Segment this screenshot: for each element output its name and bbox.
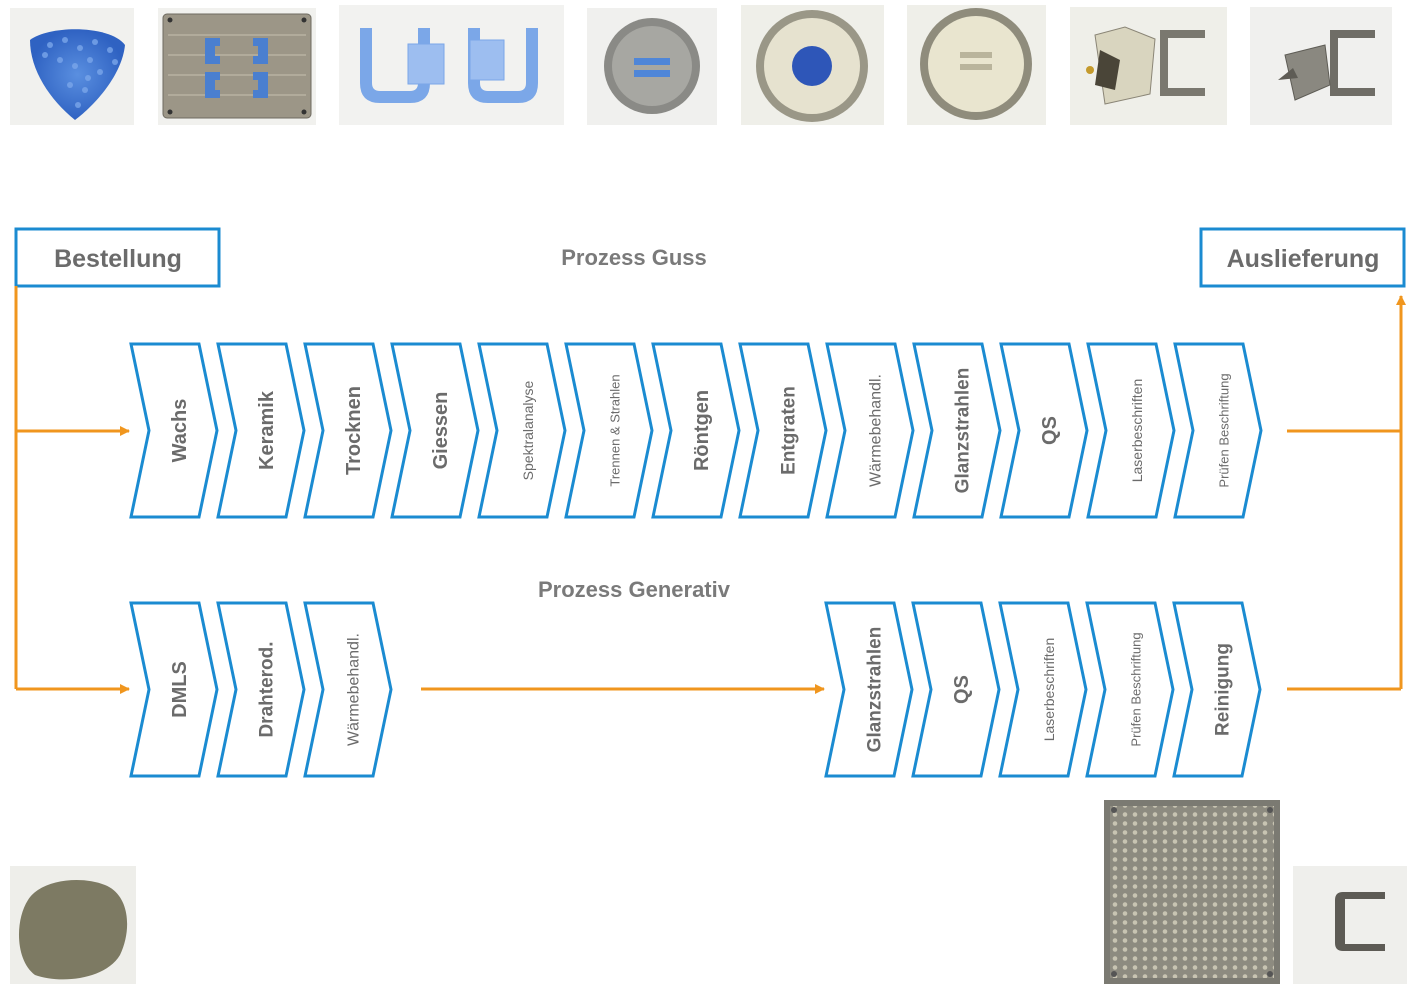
photo-cast-metal-clip — [1250, 7, 1392, 125]
guss-step-label-pruefen-beschriftung: Prüfen Beschriftung — [1217, 373, 1232, 487]
guss-title: Prozess Guss — [561, 245, 707, 270]
photo-gray-ceramic-disc — [587, 8, 717, 125]
generativ-step-reinigung — [1172, 601, 1262, 778]
guss-step-pruefen-beschriftung — [1173, 342, 1263, 519]
guss-step-qs — [999, 342, 1089, 519]
photo-blue-wax-clip-patterns — [339, 5, 564, 125]
guss-step-label-spektralanalyse: Spektralanalyse — [520, 380, 536, 480]
photo-ceramic-shell-cast — [907, 5, 1046, 125]
generativ-step-drahterod — [216, 601, 306, 778]
photo-finished-clip — [1293, 866, 1407, 984]
generativ-step-label-reinigung: Reinigung — [1213, 643, 1234, 736]
guss-step-label-glanzstrahlen: Glanzstrahlen — [953, 368, 974, 494]
generativ-step-waermebehandl — [303, 601, 393, 778]
generativ-step-dmls — [129, 601, 219, 778]
guss-step-roentgen — [651, 342, 741, 519]
generativ-step-label-glanzstrahlen: Glanzstrahlen — [865, 627, 886, 753]
guss-step-label-giessen: Giessen — [430, 392, 452, 470]
photo-aluminium-mold-plate — [158, 8, 316, 125]
photo-cast-part-with-shell — [1070, 7, 1227, 125]
guss-step-label-wachs: Wachs — [169, 399, 191, 463]
generativ-step-label-drahterod: Drahterod. — [257, 641, 278, 737]
guss-step-label-waermebehandl: Wärmebehandl. — [868, 374, 885, 487]
guss-step-label-trocknen: Trocknen — [343, 386, 365, 475]
photo-metal-powder — [10, 866, 136, 984]
guss-step-keramik — [216, 342, 306, 519]
photo-ceramic-shell-blue-core — [741, 5, 884, 125]
order-label: Bestellung — [54, 245, 182, 273]
order-box: Bestellung — [14, 227, 221, 288]
guss-step-trennen-strahlen — [564, 342, 654, 519]
guss-step-label-laserbeschriften: Laserbeschriften — [1129, 379, 1145, 483]
process-steps: Wachs Keramik Trocknen Giessen Spektralanaly… — [129, 342, 1263, 778]
guss-step-label-roentgen: Röntgen — [691, 390, 713, 471]
guss-step-trocknen — [303, 342, 393, 519]
generativ-step-label-waermebehandl: Wärmebehandl. — [346, 633, 363, 746]
delivery-box: Auslieferung — [1199, 227, 1406, 288]
guss-step-glanzstrahlen — [912, 342, 1002, 519]
generativ-step-qs — [911, 601, 1001, 778]
generativ-step-pruefen-beschriftung — [1085, 601, 1175, 778]
guss-step-label-entgraten: Entgraten — [779, 386, 800, 475]
delivery-label: Auslieferung — [1227, 245, 1380, 273]
flow-lines — [14, 286, 1406, 694]
guss-step-giessen — [390, 342, 480, 519]
photo-build-plate-with-parts — [1104, 800, 1280, 984]
generativ-step-label-dmls: DMLS — [169, 661, 191, 718]
generativ-step-glanzstrahlen — [824, 601, 914, 778]
guss-step-laserbeschriften — [1086, 342, 1176, 519]
guss-step-waermebehandl — [825, 342, 915, 519]
guss-step-wachs — [129, 342, 219, 519]
guss-step-label-trennen-strahlen: Trennen & Strahlen — [608, 374, 623, 486]
generativ-step-label-laserbeschriften: Laserbeschriften — [1041, 638, 1057, 742]
guss-step-label-qs: QS — [1039, 416, 1061, 445]
generativ-step-label-pruefen-beschriftung: Prüfen Beschriftung — [1129, 632, 1144, 746]
generativ-step-label-qs: QS — [951, 675, 973, 704]
generativ-title: Prozess Generativ — [538, 577, 731, 602]
generativ-step-laserbeschriften — [998, 601, 1088, 778]
guss-step-spektralanalyse — [477, 342, 567, 519]
guss-step-label-keramik: Keramik — [256, 390, 278, 470]
photo-blue-wax-granules — [10, 8, 134, 125]
guss-step-entgraten — [738, 342, 828, 519]
